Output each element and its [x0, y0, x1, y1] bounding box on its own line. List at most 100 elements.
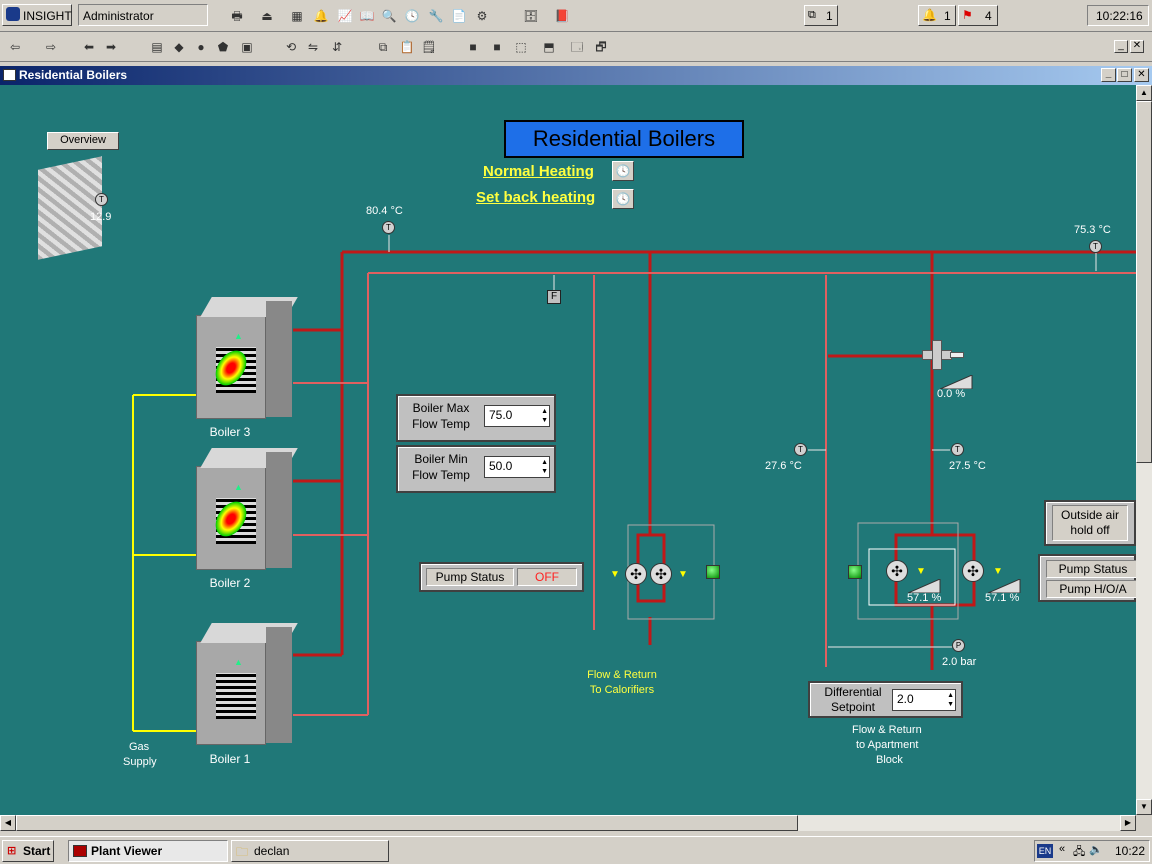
boiler-2[interactable]: ▲ — [196, 448, 298, 573]
shape-icon[interactable]: ◆ — [174, 40, 184, 54]
layout-icon[interactable]: ▤ — [151, 40, 163, 54]
pump-c-arrow-icon: ▼ — [916, 566, 926, 577]
logoff-icon[interactable]: ⏏ — [261, 9, 273, 23]
book-icon[interactable]: 📖 — [359, 9, 375, 23]
setback-heating-clock-icon[interactable]: 🕓 — [612, 189, 634, 209]
align-left-icon[interactable]: ⬅ — [83, 40, 95, 54]
pump-hoa-button[interactable]: Pump H/O/A — [1046, 580, 1136, 598]
window-title: Residential Boilers — [19, 68, 128, 82]
taskbar: ⊞ Start Plant Viewer 🗀 declan EN « 🖧 🔈 1… — [0, 836, 1152, 864]
align-right-icon[interactable]: ➡ — [105, 40, 117, 54]
flip-icon[interactable]: ⇋ — [307, 40, 319, 54]
outside-temp-sensor-icon[interactable]: T — [95, 193, 108, 206]
valve-ramp-icon — [940, 375, 973, 389]
task-declan[interactable]: 🗀 declan — [231, 840, 389, 862]
insight-logo-button[interactable]: INSIGHT — [2, 4, 72, 26]
boiler-1[interactable]: ▲ — [196, 623, 298, 748]
pump-status-button[interactable]: Pump Status — [1046, 560, 1136, 578]
apt-return-temp-sensor-icon[interactable]: T — [794, 443, 807, 456]
forward-icon[interactable]: ⇨ — [45, 40, 57, 54]
header-temp-sensor-icon[interactable]: T — [382, 221, 395, 234]
normal-heating-link[interactable]: Normal Heating — [483, 163, 594, 180]
scroll-up-icon[interactable]: ▲ — [1136, 85, 1152, 101]
cascade-icon[interactable]: 🗗 — [595, 40, 607, 54]
database-icon[interactable]: 🗄 — [523, 9, 539, 23]
boiler-3[interactable]: ▲ — [196, 297, 298, 422]
trend-icon[interactable]: 📈 — [337, 9, 353, 23]
window-maximize-button[interactable]: □ — [1117, 68, 1132, 82]
rotate-icon[interactable]: ⟲ — [285, 40, 297, 54]
pump-d-fan-icon[interactable]: ✣ — [962, 560, 984, 582]
window-icon[interactable]: 🗔 — [570, 40, 584, 54]
copy-icon[interactable]: ⧉ — [378, 40, 388, 54]
front-icon[interactable]: ■ — [469, 40, 477, 54]
alarm-counter-1[interactable]: 🔔 1 — [918, 5, 956, 26]
alarm-counter-2[interactable]: ⚑ 4 — [958, 5, 998, 26]
horizontal-scroll-thumb[interactable] — [16, 815, 798, 831]
max-flow-temp-input[interactable]: 75.0 ▲▼ — [484, 405, 550, 427]
three-way-valve-icon[interactable] — [918, 340, 964, 370]
printer-icon[interactable]: 🖶 — [231, 9, 243, 23]
search-icon[interactable]: 🔍 — [381, 9, 397, 23]
language-indicator[interactable]: EN — [1037, 844, 1053, 858]
pump-a-fan-icon[interactable]: ✣ — [625, 563, 647, 585]
pump-c-fan-icon[interactable]: ✣ — [886, 560, 908, 582]
properties-icon[interactable]: 🗒 — [421, 40, 437, 54]
back-layer-icon[interactable]: ■ — [493, 40, 501, 54]
config-icon[interactable]: ⚙ — [476, 9, 488, 23]
vertical-scroll-thumb[interactable] — [1136, 101, 1152, 463]
vertical-scrollbar[interactable]: ▲ ▼ — [1136, 85, 1152, 815]
tray-expand-icon[interactable]: « — [1059, 843, 1066, 855]
header-temp-value: 80.4 °C — [366, 205, 403, 217]
graphics-icon[interactable]: ▦ — [291, 9, 303, 23]
horizontal-scrollbar[interactable]: ◀ ▶ — [0, 815, 1136, 831]
group-icon[interactable]: ⬚ — [515, 40, 527, 54]
apt-flow-temp-sensor-icon[interactable]: T — [951, 443, 964, 456]
alarm-bell-icon[interactable]: 🔔 — [313, 9, 329, 23]
min-flow-spinner-icon[interactable]: ▲▼ — [541, 459, 548, 475]
back-icon[interactable]: ⇦ — [9, 40, 21, 54]
mdi-close-button[interactable]: ✕ — [1130, 40, 1144, 53]
scroll-left-icon[interactable]: ◀ — [0, 815, 16, 831]
report-icon[interactable]: 📄 — [451, 9, 467, 23]
circle-icon[interactable]: ● — [197, 40, 205, 54]
scroll-down-icon[interactable]: ▼ — [1136, 799, 1152, 815]
image-icon[interactable]: ▣ — [241, 40, 253, 54]
network-counter[interactable]: ⧉ 1 — [804, 5, 838, 26]
diff-setpoint-spinner-icon[interactable]: ▲▼ — [947, 692, 954, 708]
start-button[interactable]: ⊞ Start — [2, 840, 54, 862]
start-label: Start — [23, 844, 51, 858]
pump-b-fan-icon[interactable]: ✣ — [650, 563, 672, 585]
overview-button[interactable]: Overview — [47, 132, 119, 150]
paste-icon[interactable]: 📋 — [399, 40, 415, 54]
window-minimize-button[interactable]: _ — [1101, 68, 1116, 82]
volume-icon[interactable]: 🔈 — [1089, 844, 1103, 856]
pressure-sensor-icon[interactable]: P — [952, 639, 965, 652]
help-book-icon[interactable]: 📕 — [554, 9, 570, 23]
scroll-right-icon[interactable]: ▶ — [1120, 815, 1136, 831]
apartment-label-2: to Apartment — [856, 739, 919, 751]
mdi-minimize-button[interactable]: _ — [1114, 40, 1128, 53]
max-flow-spinner-icon[interactable]: ▲▼ — [541, 408, 548, 424]
network-tray-icon[interactable]: 🖧 — [1073, 846, 1086, 858]
diff-setpoint-input[interactable]: 2.0 ▲▼ — [892, 689, 956, 711]
schedule-clock-icon[interactable]: 🕓 — [404, 9, 420, 23]
network-icon: ⧉ — [808, 9, 816, 21]
pump-status-value: OFF — [517, 568, 577, 586]
pressure-value: 2.0 bar — [942, 656, 977, 668]
normal-heating-clock-icon[interactable]: 🕓 — [612, 161, 634, 181]
flow-meter-icon[interactable]: F — [547, 290, 561, 304]
task-plant-viewer[interactable]: Plant Viewer — [68, 840, 228, 862]
polygon-icon[interactable]: ⬟ — [217, 40, 229, 54]
outside-temp-value: 12.9 — [90, 211, 112, 223]
window-close-button[interactable]: ✕ — [1134, 68, 1149, 82]
tools-icon[interactable]: 🔧 — [428, 9, 444, 23]
pipework — [132, 235, 1136, 732]
mirror-icon[interactable]: ⇵ — [331, 40, 343, 54]
right-temp-sensor-icon[interactable]: T — [1089, 240, 1102, 253]
setback-heating-link[interactable]: Set back heating — [476, 189, 596, 206]
ungroup-icon[interactable]: ⬒ — [543, 40, 555, 54]
min-flow-temp-input[interactable]: 50.0 ▲▼ — [484, 456, 550, 478]
building-icon[interactable] — [38, 156, 102, 260]
